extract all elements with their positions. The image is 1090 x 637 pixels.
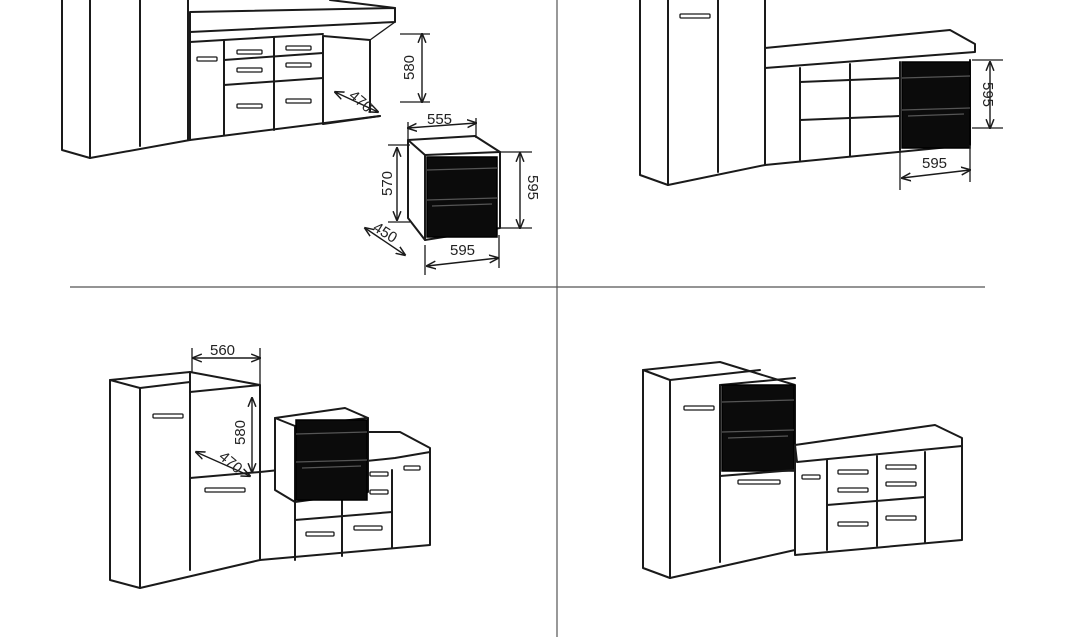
dim-niche-depth: 470 — [345, 87, 375, 116]
oven-box — [407, 135, 501, 241]
base-cabinet — [794, 424, 963, 556]
dim-oven-width: 595 — [450, 242, 475, 259]
dim-line-niche-depth — [196, 452, 250, 476]
base-cabinet — [189, 0, 396, 141]
tall-cabinet — [61, 0, 191, 159]
tall-cabinet — [109, 371, 261, 589]
panel-top-left: 580 470 555 570 595 450 595 — [61, 0, 541, 275]
tall-cabinet — [639, 0, 766, 186]
panel-top-right: 595 595 — [639, 0, 1003, 190]
dim-niche-width: 560 — [210, 342, 235, 359]
dim-niche-height: 580 — [232, 420, 249, 445]
dim-oven-height: 595 — [979, 82, 996, 107]
dim-box-height: 570 — [379, 171, 396, 196]
dim-line-box-width — [408, 123, 476, 128]
dim-box-width: 555 — [427, 111, 452, 128]
dim-line-niche-depth — [335, 92, 378, 112]
base-cabinet — [764, 29, 976, 166]
dim-line-box-depth — [365, 228, 405, 255]
tall-cabinet — [642, 361, 796, 579]
dim-box-depth: 450 — [370, 219, 400, 247]
dim-line-oven-width — [902, 170, 970, 178]
oven-appliance — [426, 156, 498, 238]
dim-niche-height: 580 — [401, 55, 418, 80]
oven-appliance — [901, 61, 971, 149]
dim-line-oven-width — [427, 258, 498, 266]
panel-bottom-left: 560 580 470 — [109, 342, 431, 589]
dim-oven-width: 595 — [922, 155, 947, 172]
panel-bottom-right — [642, 361, 963, 579]
dim-oven-height: 595 — [524, 175, 541, 200]
oven-appliance — [721, 384, 795, 472]
oven-box — [274, 407, 369, 503]
